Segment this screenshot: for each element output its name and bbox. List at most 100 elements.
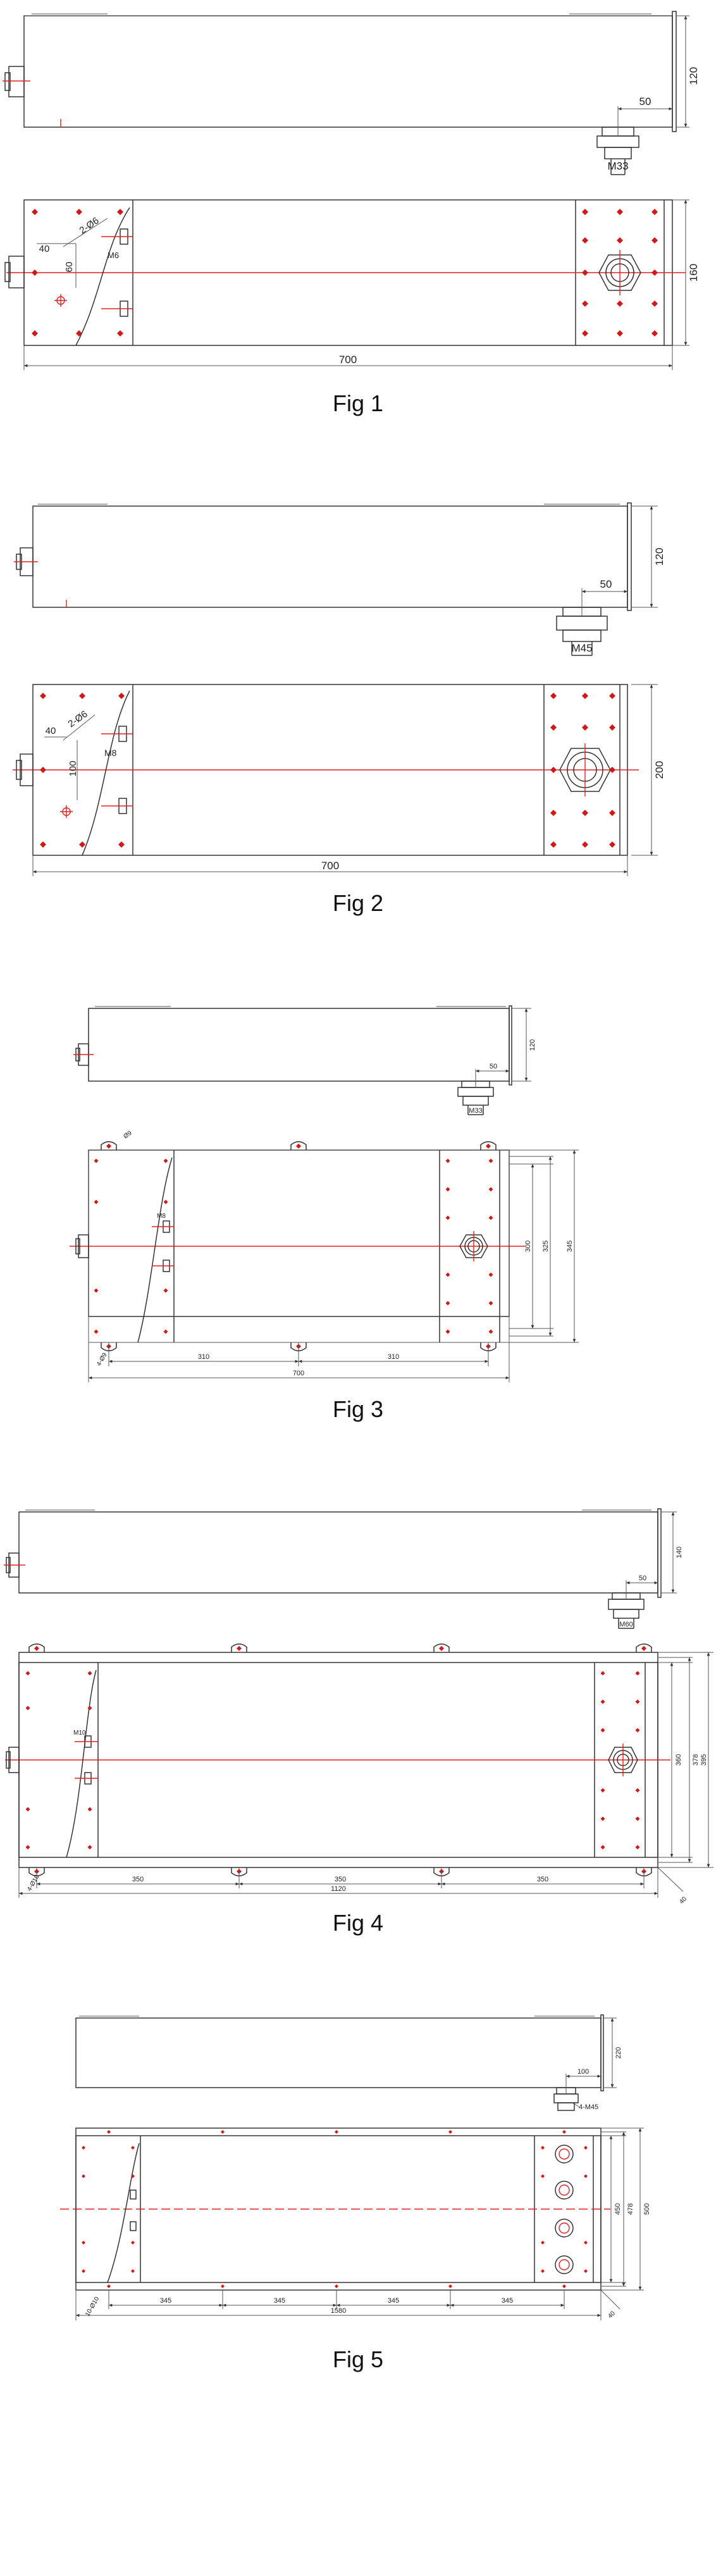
fig4-bolt-mark [600, 1816, 605, 1821]
fig4-top-view: 140 50 M60 [4, 1508, 683, 1629]
fig4-bolt-mark [600, 1728, 605, 1733]
fig1-thread-label: M33 [607, 160, 628, 172]
fig3-dim-width-outer: 345 [566, 1241, 574, 1252]
fig5-outlet-port [555, 2255, 574, 2274]
fig4-dim-width-outer: 395 [700, 1754, 708, 1766]
fig4-bolt-mark [600, 1788, 605, 1793]
fig4-tab-label: 40 [678, 1895, 688, 1905]
fig5-bolt-mark [584, 2269, 588, 2273]
fig4-tab [636, 1643, 652, 1652]
fig4-bolt-mark [25, 1671, 30, 1676]
fig2-bolt-mark [40, 767, 46, 773]
fig5-edge-hole [562, 2130, 566, 2134]
fig1-bolt-mark [582, 237, 588, 244]
fig3-bolt-mark [94, 1288, 99, 1293]
fig3-bolt-mark [445, 1187, 450, 1192]
fig1-bolt-mark [582, 330, 588, 337]
fig3-tab [290, 1141, 307, 1150]
fig3-bolt-mark [445, 1215, 450, 1220]
fig4-dim-spacing-b: 350 [335, 1876, 346, 1883]
fig4-dim-offset: 50 [639, 1575, 646, 1582]
fig2-bolt-mark [609, 693, 615, 699]
fig3-caption: Fig 3 [333, 1396, 383, 1422]
fig4-bolt-mark [87, 1807, 92, 1812]
fig1-plan-view: 40 60 2-Ø6 M6 160 700 [4, 199, 700, 370]
fig4-bolt-mark [635, 1728, 640, 1733]
fig1-bolt-mark [617, 330, 623, 337]
figure-2: 120 50 M45 [13, 502, 665, 916]
fig2-bolt-mark [40, 841, 46, 848]
fig5-bolt-mark [82, 2146, 85, 2150]
fig2-caption: Fig 2 [333, 890, 383, 916]
fig3-screw-label: M8 [157, 1213, 166, 1220]
fig1-bolt-mark [76, 330, 82, 337]
fig2-bolt-mark [582, 724, 588, 731]
fig3-tab-label: Ø9 [122, 1130, 133, 1141]
figure-1: 120 50 M33 [3, 11, 700, 416]
fig3-bolt-mark [488, 1158, 493, 1163]
fig2-bolt-mark [582, 841, 588, 848]
fig1-bolt-mark [582, 269, 588, 276]
fig3-bolt-mark [445, 1272, 450, 1277]
fig5-caption: Fig 5 [333, 2346, 383, 2372]
fig4-tab-hole [34, 1645, 39, 1651]
fig2-bolt-mark [550, 693, 557, 699]
fig4-bolt-mark [635, 1699, 640, 1704]
fig5-bolt-mark [541, 2269, 545, 2273]
fig2-bolt-mark [118, 693, 125, 699]
fig5-outlet-bore [559, 2148, 570, 2160]
fig3-plan-view: 300 325 345 310 310 700 4-Ø9 Ø9 M8 [70, 1130, 579, 1382]
fig5-dim-spacing-b: 345 [274, 2297, 285, 2305]
fig3-tab [101, 1141, 117, 1150]
fig2-bolt-mark [582, 810, 588, 816]
fig4-plan-view: 360 378 395 350 350 350 1120 4-Ø10 40 M1… [5, 1643, 713, 1905]
fig3-bolt-mark [94, 1199, 99, 1204]
fig5-top-view: 220 100 4-M45 [75, 2014, 622, 2111]
fig4-thread-label: M60 [619, 1621, 633, 1628]
fig1-screw-label: M6 [108, 251, 119, 260]
fig4-screw-label: M10 [73, 1730, 86, 1737]
fig4-tab [433, 1643, 450, 1652]
fig3-bolt-mark [163, 1329, 168, 1334]
fig3-bolt-mark [488, 1272, 493, 1277]
fig5-bolt-mark [131, 2174, 135, 2178]
fig4-bolt-mark [635, 1671, 640, 1676]
fig1-dim-height: 120 [688, 67, 700, 85]
fig2-holes-label: 2-Ø6 [66, 709, 90, 729]
fig2-bolt-mark [550, 724, 557, 731]
fig2-bolt-mark [582, 693, 588, 699]
fig2-bolt-mark [609, 767, 615, 773]
fig5-bolt-mark [541, 2174, 545, 2178]
fig5-thread-label: 4-M45 [579, 2103, 598, 2111]
fig5-dim-width-mid: 478 [627, 2203, 634, 2215]
fig2-bolt-mark [118, 841, 125, 848]
fig3-dim-offset: 50 [490, 1063, 497, 1070]
fig4-dim-spacing-a: 350 [132, 1876, 144, 1883]
fig5-edge-hole [107, 2130, 111, 2134]
fig5-edge-hole [221, 2130, 225, 2134]
fig1-dim-pitch: 60 [64, 262, 75, 273]
fig5-edge-hole [448, 2284, 452, 2288]
fig5-hole-label: 10-Ø10 [84, 2296, 101, 2318]
fig1-dim-offset: 50 [639, 96, 651, 108]
fig3-dim-spacing-a: 310 [198, 1353, 209, 1361]
fig4-caption: Fig 4 [333, 1910, 383, 1936]
fig5-outlet-bore [559, 2222, 570, 2234]
fig1-caption: Fig 1 [333, 390, 383, 416]
fig5-bolt-mark [131, 2269, 135, 2273]
fig4-bolt-mark [87, 1671, 92, 1676]
fig2-bolt-mark [550, 810, 557, 816]
fig5-edge-hole [335, 2130, 338, 2134]
fig3-bolt-mark [163, 1158, 168, 1163]
fig5-edge-hole [562, 2284, 566, 2288]
fig2-bolt-mark [550, 767, 557, 773]
fig4-dim-width-mid: 378 [692, 1754, 700, 1766]
fig5-bolt-mark [541, 2146, 545, 2150]
fig3-dim-width-inner: 300 [524, 1241, 532, 1252]
fig4-dim-width-inner: 360 [675, 1754, 682, 1766]
fig5-dim-height: 220 [615, 2047, 622, 2059]
fig5-dim-width-outer: 500 [643, 2203, 651, 2215]
fig5-bolt-mark [584, 2146, 588, 2150]
fig2-dim-edge: 40 [46, 726, 56, 736]
